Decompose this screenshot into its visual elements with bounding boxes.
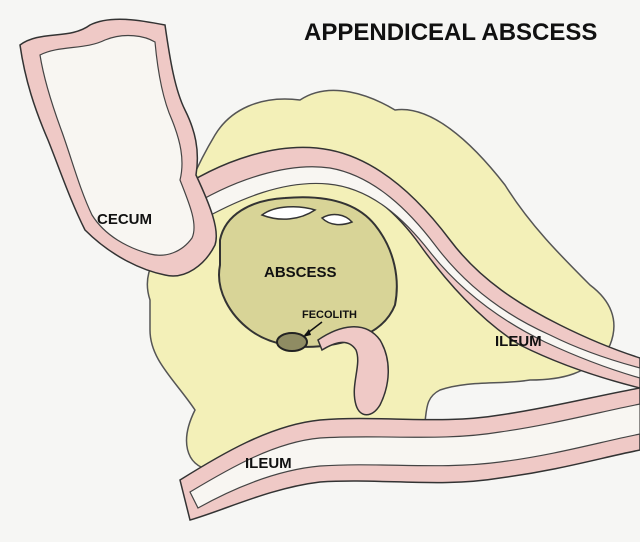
cecum-label: CECUM bbox=[97, 211, 152, 228]
abscess-label: ABSCESS bbox=[264, 264, 337, 281]
fecolith-arrowhead bbox=[303, 329, 311, 337]
title: APPENDICEAL ABSCESS bbox=[304, 19, 597, 46]
fecolith bbox=[276, 332, 308, 352]
appendix bbox=[317, 326, 389, 416]
ileum-bottom-label: ILEUM bbox=[245, 455, 292, 472]
abscess-cavity bbox=[218, 196, 398, 348]
ileum-right-label: ILEUM bbox=[495, 333, 542, 350]
upper-ileum-lumen bbox=[184, 166, 640, 379]
gas-pocket-small bbox=[320, 213, 354, 226]
fecolith-label: FECOLITH bbox=[302, 309, 357, 321]
lower-ileum-lumen bbox=[189, 403, 640, 509]
cecum-lumen bbox=[39, 34, 195, 256]
gas-pocket bbox=[260, 205, 317, 220]
